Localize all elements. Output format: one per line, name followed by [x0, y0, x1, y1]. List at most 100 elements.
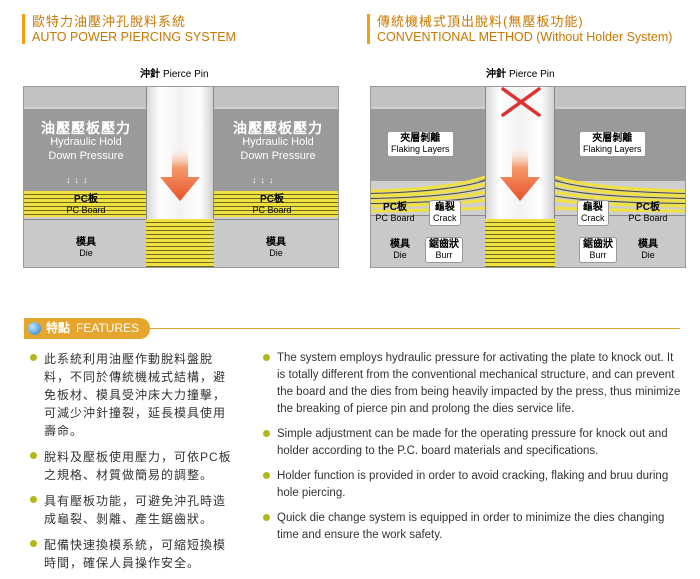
bullet-dot-icon [263, 514, 270, 521]
burr-zh: 鋸齒狀 [429, 239, 459, 250]
pierce-pin-en: Pierce Pin [509, 69, 555, 80]
features-en: FEATURES [76, 321, 140, 335]
feature-text: Quick die change system is equipped in o… [277, 512, 665, 541]
feature-text: 具有壓板功能，可避免沖孔時造成龜裂、剝離、產生鋸齒狀。 [44, 494, 227, 526]
right-heading-en: CONVENTIONAL METHOD (Without Holder Syst… [377, 30, 673, 44]
flaking-label-right: 夾層剝離 Flaking Layers [579, 131, 646, 157]
die-right [555, 215, 685, 267]
left-heading: 歐特力油壓沖孔脫料系統 AUTO POWER PIERCING SYSTEM [22, 14, 236, 44]
pc-board-en: PC Board [628, 213, 668, 223]
top-plate-right [555, 87, 685, 107]
top-plate-left [371, 87, 485, 107]
pressure-en1: Hydraulic Hold [50, 136, 122, 148]
pressure-zh: 油壓壓板壓力 [233, 120, 323, 136]
holder-plate-left [24, 109, 146, 191]
crack-en: Crack [581, 213, 605, 223]
pc-board-label-left: PC板 PC Board [371, 202, 419, 224]
slug-stack [146, 219, 214, 267]
burr-label-right: 鋸齒狀 Burr [579, 237, 617, 263]
features-list-en: The system employs hydraulic pressure fo… [263, 350, 681, 552]
hydraulic-pressure-label-right: 油壓壓板壓力 Hydraulic Hold Down Pressure [222, 121, 334, 163]
die-en: Die [79, 248, 93, 258]
feature-text: 配備快速換模系統，可縮短換模時間，確保人員操作安全。 [44, 538, 227, 570]
crack-zh: 龜裂 [582, 202, 603, 213]
hydraulic-pressure-label-left: 油壓壓板壓力 Hydraulic Hold Down Pressure [32, 121, 140, 163]
pressure-en1: Hydraulic Hold [242, 136, 314, 148]
right-heading-zh: 傳統機械式頂出脫料(無壓板功能) [377, 14, 584, 29]
left-heading-zh: 歐特力油壓沖孔脫料系統 [32, 14, 187, 29]
slug-stack [485, 219, 555, 267]
pressure-zh: 油壓壓板壓力 [41, 120, 131, 136]
list-item: 脫料及壓板使用壓力，可依PC板之規格、材質做簡易的調整。 [30, 448, 236, 484]
down-arrow-icon: ↓↓↓ [66, 175, 92, 185]
globe-dot-icon [28, 322, 41, 335]
bullet-dot-icon [263, 354, 270, 361]
pc-board-zh: PC板 [636, 202, 660, 213]
crack-label-right: 龜裂 Crack [577, 200, 609, 226]
bullet-dot-icon [263, 472, 270, 479]
die-en: Die [269, 248, 283, 258]
top-plate-right [214, 87, 338, 107]
list-item: 配備快速換模系統，可縮短換模時間，確保人員操作安全。 [30, 536, 236, 572]
bullet-dot-icon [30, 452, 37, 459]
list-item: Simple adjustment can be made for the op… [263, 426, 681, 460]
feature-text: 此系統利用油壓作動脫料盤脫料，不同於傳統機械式結構，避免板材、模具受沖床大力撞擊… [44, 352, 227, 438]
die-zh: 模具 [390, 239, 410, 250]
features-list-zh: 此系統利用油壓作動脫料盤脫料，不同於傳統機械式結構，避免板材、模具受沖床大力撞擊… [30, 350, 236, 579]
pressure-en2: Down Pressure [48, 150, 124, 162]
down-arrow-icon [160, 145, 200, 201]
die-en: Die [641, 250, 655, 260]
burr-en: Burr [589, 250, 607, 260]
burr-zh: 鋸齒狀 [583, 239, 613, 250]
list-item: The system employs hydraulic pressure fo… [263, 350, 681, 418]
pc-board-zh: PC板 [383, 202, 407, 213]
list-item: 此系統利用油壓作動脫料盤脫料，不同於傳統機械式結構，避免板材、模具受沖床大力撞擊… [30, 350, 236, 440]
features-zh: 特點 [46, 321, 71, 335]
crack-label-left: 龜裂 Crack [429, 200, 461, 226]
list-item: Holder function is provided in order to … [263, 468, 681, 502]
die-zh: 模具 [266, 237, 286, 248]
pc-board-label-left: PC板 PC Board [64, 194, 108, 216]
pc-board-stack-right [214, 191, 338, 217]
features-divider [150, 328, 680, 329]
pc-board-zh: PC板 [260, 194, 284, 205]
feature-text: 脫料及壓板使用壓力，可依PC板之規格、材質做簡易的調整。 [44, 450, 232, 482]
top-plate-left [24, 87, 146, 107]
auto-piercing-diagram: 油壓壓板壓力 Hydraulic Hold Down Pressure 油壓壓板… [23, 86, 339, 268]
die-label-left: 模具 Die [385, 239, 415, 261]
bullet-dot-icon [30, 540, 37, 547]
flaking-zh: 夾層剝離 [592, 133, 633, 144]
bullet-dot-icon [263, 430, 270, 437]
flaking-zh: 夾層剝離 [400, 133, 441, 144]
die-label-right: 模具 Die [633, 239, 663, 261]
feature-text: Holder function is provided in order to … [277, 470, 669, 499]
pc-board-zh: PC板 [74, 194, 98, 205]
bullet-dot-icon [30, 354, 37, 361]
pc-board-label-right: PC板 PC Board [623, 202, 673, 224]
list-item: 具有壓板功能，可避免沖孔時造成龜裂、剝離、產生鋸齒狀。 [30, 492, 236, 528]
pc-board-en: PC Board [375, 213, 415, 223]
bullet-dot-icon [30, 496, 37, 503]
feature-text: The system employs hydraulic pressure fo… [277, 352, 681, 415]
die-label-right: 模具 Die [256, 237, 296, 259]
flaking-label-left: 夾層剝離 Flaking Layers [387, 131, 454, 157]
conventional-diagram: 夾層剝離 Flaking Layers 夾層剝離 Flaking Layers … [370, 86, 686, 268]
die-left [24, 219, 146, 267]
pierce-pin-zh: 沖針 [140, 69, 160, 80]
pc-board-stack-left [24, 191, 146, 217]
flaking-en: Flaking Layers [391, 144, 450, 154]
cross-icon [501, 87, 541, 117]
crack-en: Crack [433, 213, 457, 223]
pc-board-en: PC Board [252, 205, 292, 215]
die-zh: 模具 [638, 239, 658, 250]
burr-label-left: 鋸齒狀 Burr [425, 237, 463, 263]
holder-plate-right [214, 109, 338, 191]
pc-board-label-right: PC板 PC Board [244, 194, 300, 216]
burr-en: Burr [435, 250, 453, 260]
pc-board-en: PC Board [66, 205, 106, 215]
die-label-left: 模具 Die [66, 237, 106, 259]
pierce-pin-zh: 沖針 [486, 69, 506, 80]
flaking-en: Flaking Layers [583, 144, 642, 154]
